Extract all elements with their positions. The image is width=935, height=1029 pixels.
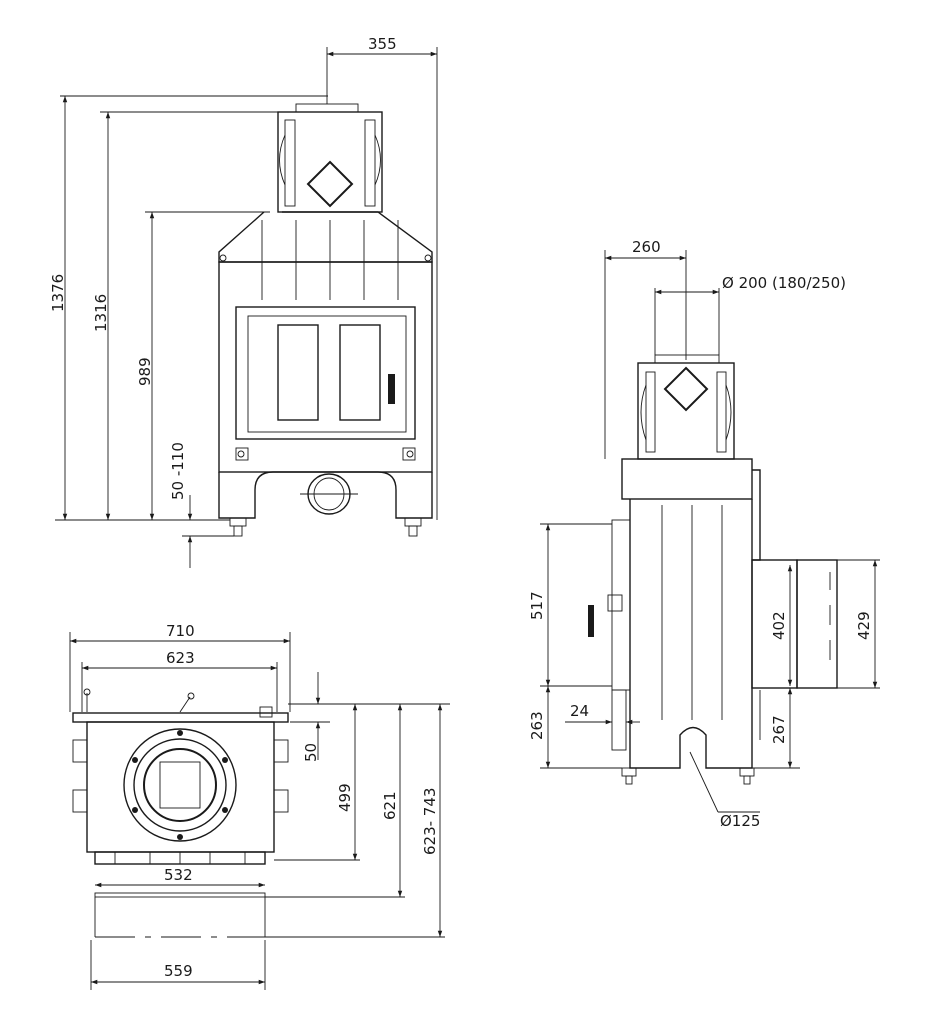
- dim-depth-2: 621: [381, 791, 399, 820]
- dim-inner-width: 623: [166, 649, 195, 667]
- dim-flue-offset: 260: [632, 238, 661, 256]
- dim-total-height: 1376: [49, 274, 67, 312]
- dim-air-box-bottom: 263: [528, 711, 546, 740]
- dim-air-offset: 24: [570, 702, 589, 720]
- dim-air-inlet: Ø125: [720, 812, 760, 830]
- dim-lip: 50: [302, 743, 320, 762]
- dim-depth-1: 499: [336, 783, 354, 812]
- dim-duct-bottom: 267: [770, 715, 788, 744]
- front-view: 355 1376 1316 989 50 -110: [49, 35, 438, 568]
- dim-body-height: 989: [136, 357, 154, 386]
- dim-collar-height: 1316: [92, 294, 110, 332]
- dim-duct-outer: 429: [855, 611, 873, 640]
- dim-outer-width: 710: [166, 622, 195, 640]
- dim-base-width: 532: [164, 866, 193, 884]
- top-view: 710 623 50 499 621 623- 743 532 559: [69, 622, 450, 990]
- dim-duct-inner: 402: [770, 611, 788, 640]
- side-view: 260 Ø 200 (180/250) 517 263 24 402 429 2…: [528, 238, 880, 830]
- dim-flue-width: 355: [368, 35, 397, 53]
- dim-air-box-height: 517: [528, 591, 546, 620]
- dim-depth-3: 623- 743: [421, 788, 439, 855]
- dim-flue-diameter: Ø 200 (180/250): [722, 274, 846, 292]
- dim-base-outer: 559: [164, 962, 193, 980]
- dim-feet-adjust: 50 -110: [169, 442, 187, 500]
